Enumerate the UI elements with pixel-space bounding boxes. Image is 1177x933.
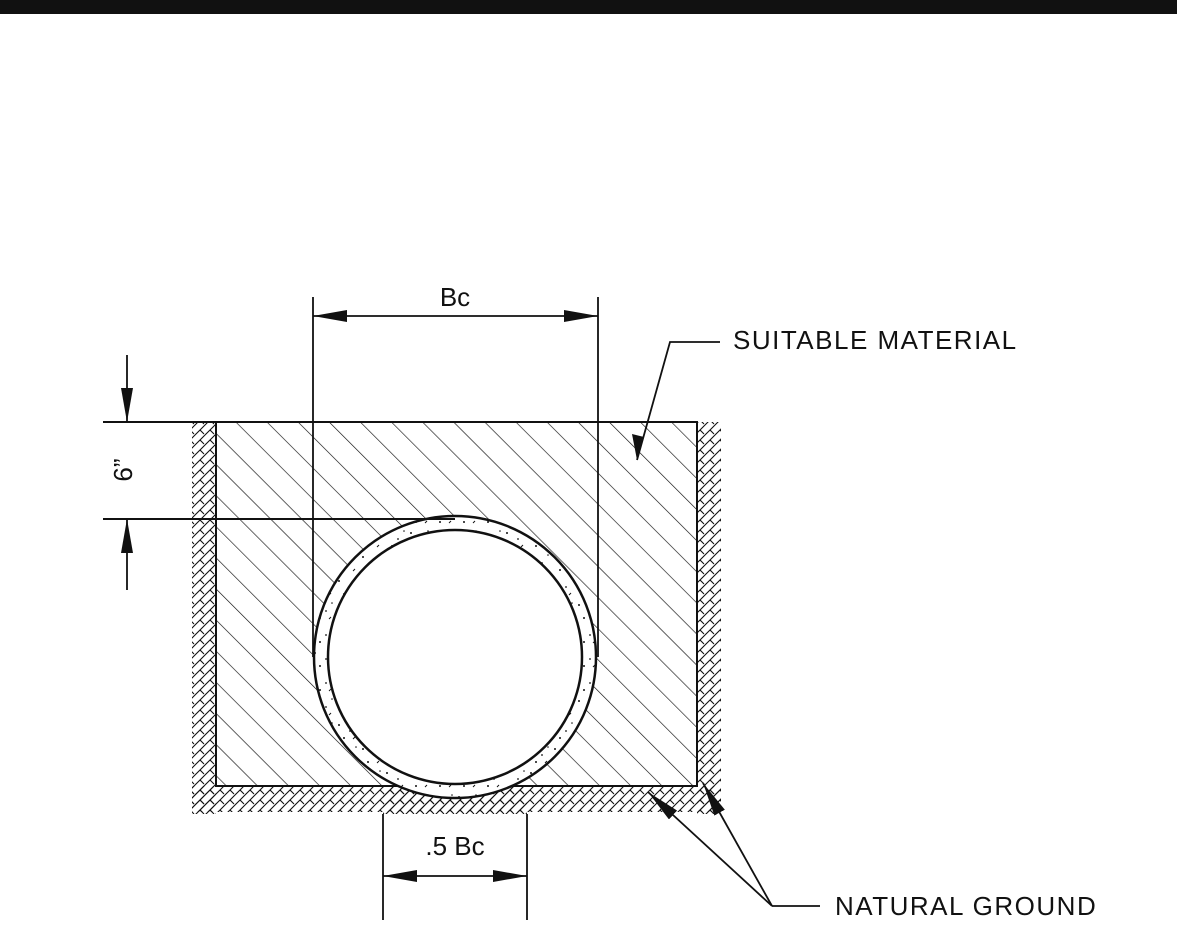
natural-ground-label: NATURAL GROUND	[835, 891, 1097, 921]
natural-ground-leader-bottom	[647, 791, 773, 907]
suitable-material-leader	[636, 341, 720, 461]
natural-ground-leader-right	[702, 782, 773, 907]
six-inch-label: 6”	[108, 458, 138, 481]
suitable-material-label: SUITABLE MATERIAL	[733, 325, 1018, 355]
bc-label: Bc	[440, 282, 470, 312]
suitable-material-arrowhead	[632, 434, 644, 460]
top-border	[0, 0, 1177, 14]
half-bc-label: .5 Bc	[425, 831, 484, 861]
pipe-inner-wall	[326, 528, 584, 786]
natural-ground-left	[192, 422, 216, 814]
natural-ground-right	[697, 422, 721, 814]
